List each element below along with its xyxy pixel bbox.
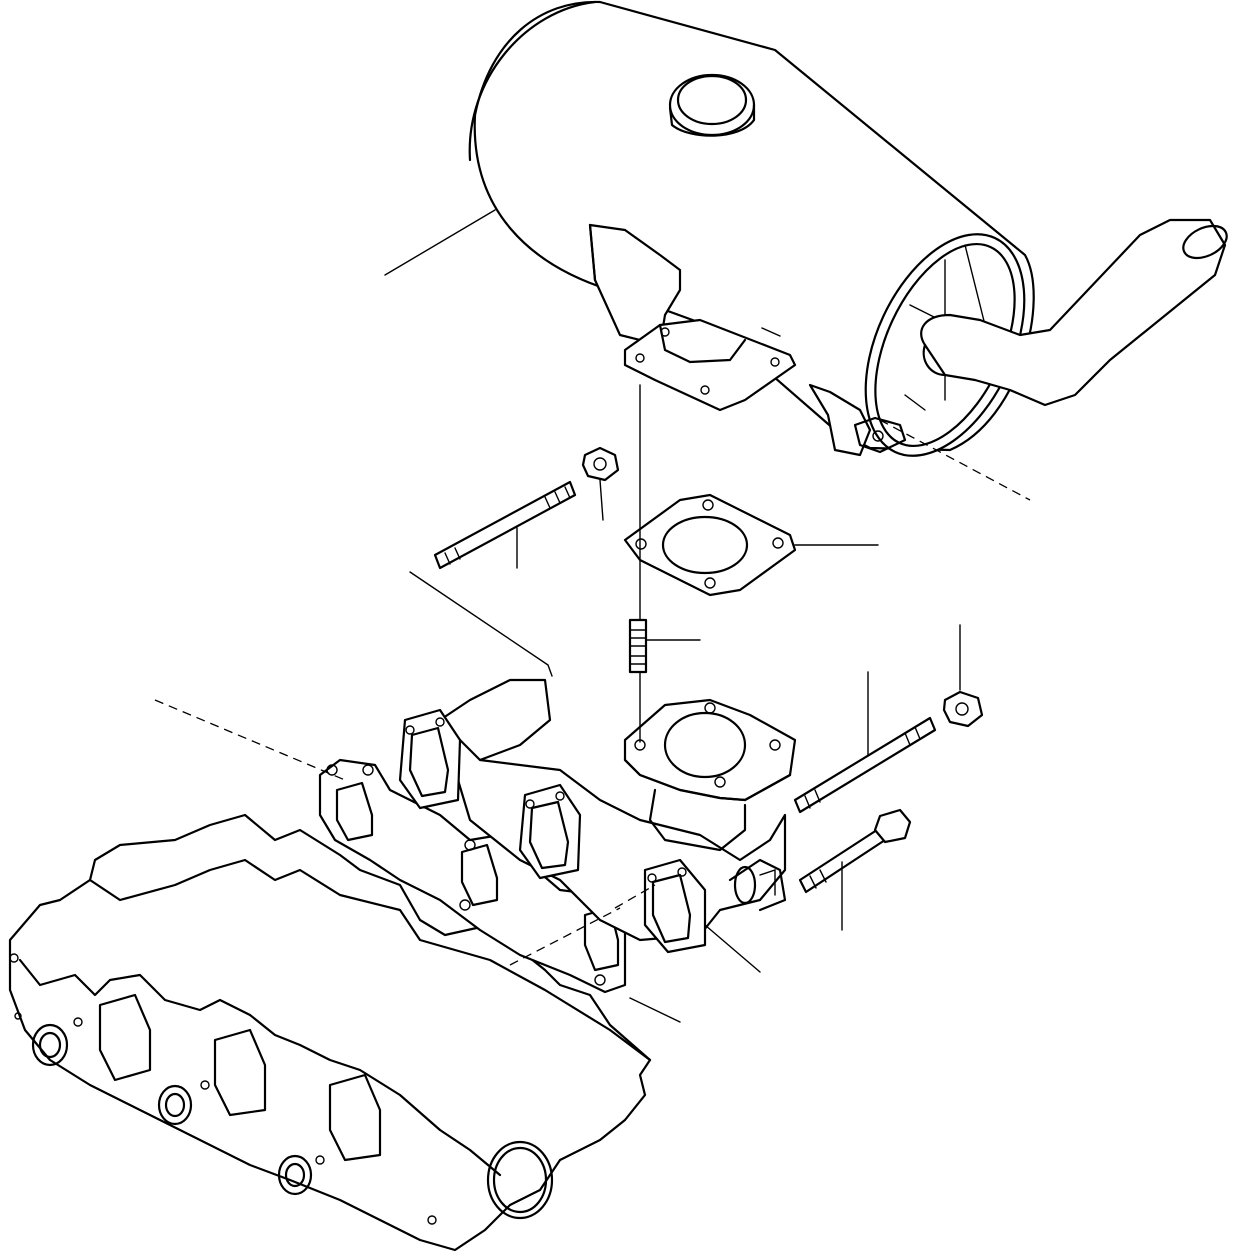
- nut: [942, 690, 984, 728]
- exhaust-manifold: [398, 678, 797, 954]
- cylinder-head: [8, 813, 652, 1252]
- manifold-stud: [433, 480, 577, 570]
- tail-pipe: [920, 218, 1228, 407]
- nut: [581, 446, 620, 482]
- manifold-bolt: [798, 808, 912, 894]
- muffler-bracket: [808, 383, 907, 457]
- outlet-stud: [628, 618, 648, 674]
- assembly-center-lines: [154, 419, 1031, 966]
- outlet-gasket: [623, 493, 797, 597]
- callout-lines: [384, 209, 961, 1023]
- muffler: [468, 0, 1035, 457]
- manifold-stud: [793, 716, 937, 814]
